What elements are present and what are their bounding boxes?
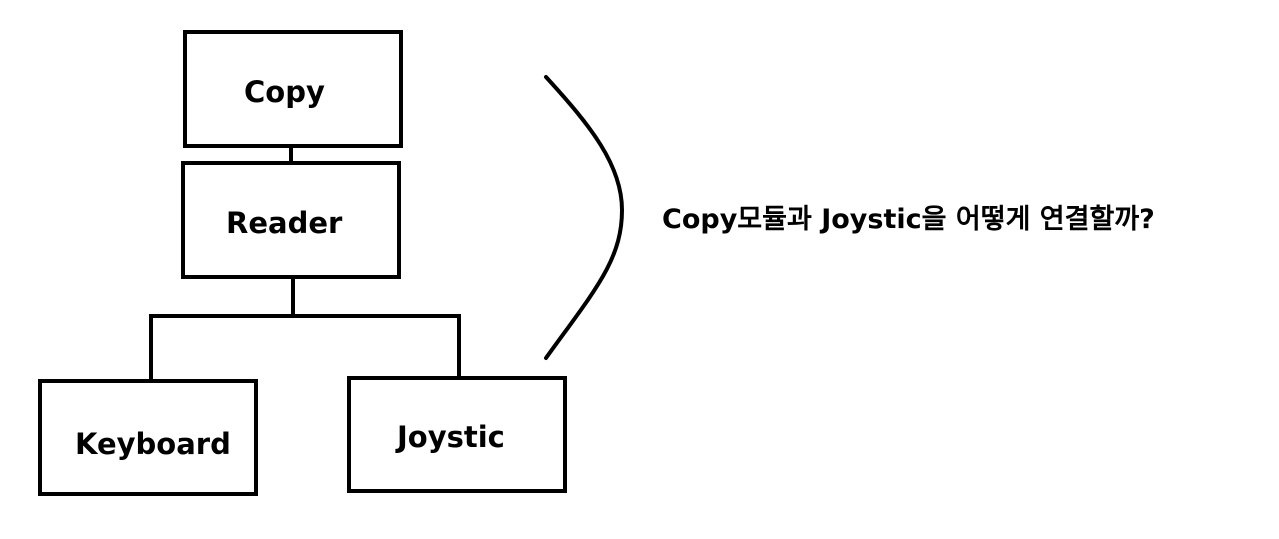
- node-keyboard-box: [38, 379, 258, 496]
- node-reader-box: [181, 161, 401, 279]
- node-joystic-label: Joystic: [395, 420, 505, 454]
- node-joystic-box: [347, 376, 567, 493]
- bracket-curve: [544, 75, 625, 360]
- node-copy: Copy: [183, 30, 403, 148]
- node-keyboard-label: Keyboard: [75, 427, 231, 461]
- node-reader-label: Reader: [226, 206, 343, 240]
- node-keyboard: Keyboard: [38, 379, 258, 496]
- node-reader: Reader: [181, 161, 401, 279]
- node-joystic: Joystic: [347, 376, 567, 493]
- node-copy-box: [183, 30, 403, 148]
- question-text: Copy모듈과 Joystic을 어떻게 연결할까?: [662, 204, 1155, 235]
- node-copy-label: Copy: [244, 75, 325, 109]
